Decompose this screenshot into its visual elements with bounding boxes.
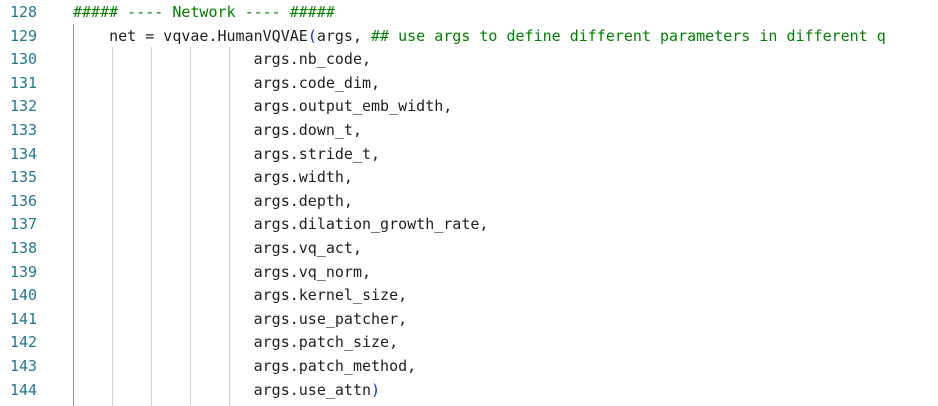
indent-whitespace [73, 263, 254, 281]
code-token: args, [316, 26, 372, 45]
code-line[interactable]: 129 net = vqvae.HumanVQVAE(args, ## use … [0, 24, 938, 48]
code-text: args.patch_method, [73, 354, 417, 378]
code-token: args.patch_size, [253, 333, 399, 352]
indent-whitespace [73, 239, 254, 257]
code-line[interactable]: 139 args.vq_norm, [0, 260, 938, 284]
code-text: args.down_t, [73, 118, 362, 142]
line-number: 136 [10, 191, 38, 210]
code-token: args.vq_act, [253, 239, 362, 257]
indent-whitespace [73, 310, 254, 328]
code-line[interactable]: 132 args.output_emb_width, [0, 94, 938, 118]
code-token: args.vq_norm, [253, 262, 372, 281]
code-token: args.kernel_size, [253, 286, 408, 305]
line-number: 133 [10, 121, 38, 139]
code-token: args.patch_method, [253, 357, 417, 375]
code-text: args.use_patcher, [73, 307, 408, 331]
code-token: args.stride_t, [253, 144, 381, 163]
code-line[interactable]: 138 args.vq_act, [0, 236, 938, 260]
code-text: args.nb_code, [73, 47, 371, 71]
line-number: 132 [10, 97, 38, 116]
line-number: 131 [10, 73, 38, 92]
code-bracket: ) [371, 380, 381, 399]
code-text: args.patch_size, [73, 330, 399, 354]
code-text: args.depth, [73, 189, 353, 213]
line-number: 134 [10, 144, 38, 163]
line-number: 135 [10, 168, 38, 187]
indent-whitespace [73, 50, 254, 68]
code-comment: ##### ---- Network ---- ##### [73, 3, 335, 21]
code-text: args.use_attn) [73, 378, 380, 402]
indent-whitespace [73, 381, 254, 399]
line-number: 140 [10, 286, 38, 305]
code-text: net = vqvae.HumanVQVAE(args, ## use args… [73, 24, 886, 48]
code-line[interactable]: 130 args.nb_code, [0, 47, 938, 71]
indent-whitespace [73, 27, 109, 45]
code-token: args.width, [253, 168, 353, 187]
indent-whitespace [73, 215, 254, 233]
indent-whitespace [73, 168, 254, 186]
line-number: 139 [10, 262, 38, 281]
code-token: args.depth, [253, 191, 353, 210]
indent-whitespace [73, 121, 254, 139]
code-line[interactable]: 136 args.depth, [0, 189, 938, 213]
code-token: args.code_dim, [253, 73, 381, 92]
code-token: net = vqvae.HumanVQVAE [109, 26, 308, 45]
indent-guide [190, 47, 191, 406]
code-text: ##### ---- Network ---- ##### [73, 0, 335, 24]
code-line[interactable]: 135 args.width, [0, 165, 938, 189]
code-text: args.dilation_growth_rate, [73, 212, 489, 236]
code-token: args.nb_code, [253, 50, 372, 69]
active-indent-guide [73, 23, 74, 406]
indent-whitespace [73, 333, 254, 351]
indent-whitespace [73, 74, 254, 92]
indent-guide [151, 47, 152, 406]
code-text: args.width, [73, 165, 353, 189]
code-line[interactable]: 142 args.patch_size, [0, 330, 938, 354]
code-line[interactable]: 131 args.code_dim, [0, 71, 938, 95]
code-line[interactable]: 134 args.stride_t, [0, 142, 938, 166]
code-line[interactable]: 137 args.dilation_growth_rate, [0, 212, 938, 236]
code-token: args.output_emb_width, [253, 97, 453, 116]
line-number: 144 [10, 380, 38, 399]
line-number: 130 [10, 50, 38, 69]
line-number: 129 [10, 26, 38, 45]
code-line[interactable]: 133 args.down_t, [0, 118, 938, 142]
line-number: 137 [10, 215, 38, 234]
code-text: args.stride_t, [73, 142, 380, 166]
indent-whitespace [73, 286, 254, 304]
indent-guide [229, 47, 230, 406]
code-line[interactable]: 140 args.kernel_size, [0, 283, 938, 307]
indent-whitespace [73, 357, 254, 375]
line-number: 142 [10, 333, 38, 352]
line-number: 128 [10, 3, 38, 21]
line-number: 141 [10, 309, 38, 328]
code-bracket: ( [307, 26, 317, 45]
code-text: args.vq_act, [73, 236, 362, 260]
code-text: args.output_emb_width, [73, 94, 453, 118]
line-number: 138 [10, 239, 38, 257]
code-text: args.vq_norm, [73, 260, 371, 284]
indent-whitespace [73, 145, 254, 163]
indent-whitespace [73, 192, 254, 210]
code-line[interactable]: 144 args.use_attn) [0, 378, 938, 402]
code-text: args.code_dim, [73, 71, 380, 95]
code-text: args.kernel_size, [73, 283, 408, 307]
code-line[interactable]: 128 ##### ---- Network ---- ##### [0, 0, 938, 24]
line-number: 143 [10, 357, 38, 375]
code-line[interactable]: 143 args.patch_method, [0, 354, 938, 378]
code-token: args.dilation_growth_rate, [253, 215, 489, 234]
code-comment: ## use args to define different paramete… [371, 26, 886, 45]
code-line[interactable]: 141 args.use_patcher, [0, 307, 938, 331]
code-token: args.down_t, [253, 121, 362, 139]
code-token: args.use_attn [253, 380, 372, 399]
indent-guide [112, 47, 113, 406]
code-token: args.use_patcher, [253, 309, 408, 328]
indent-whitespace [73, 97, 254, 115]
